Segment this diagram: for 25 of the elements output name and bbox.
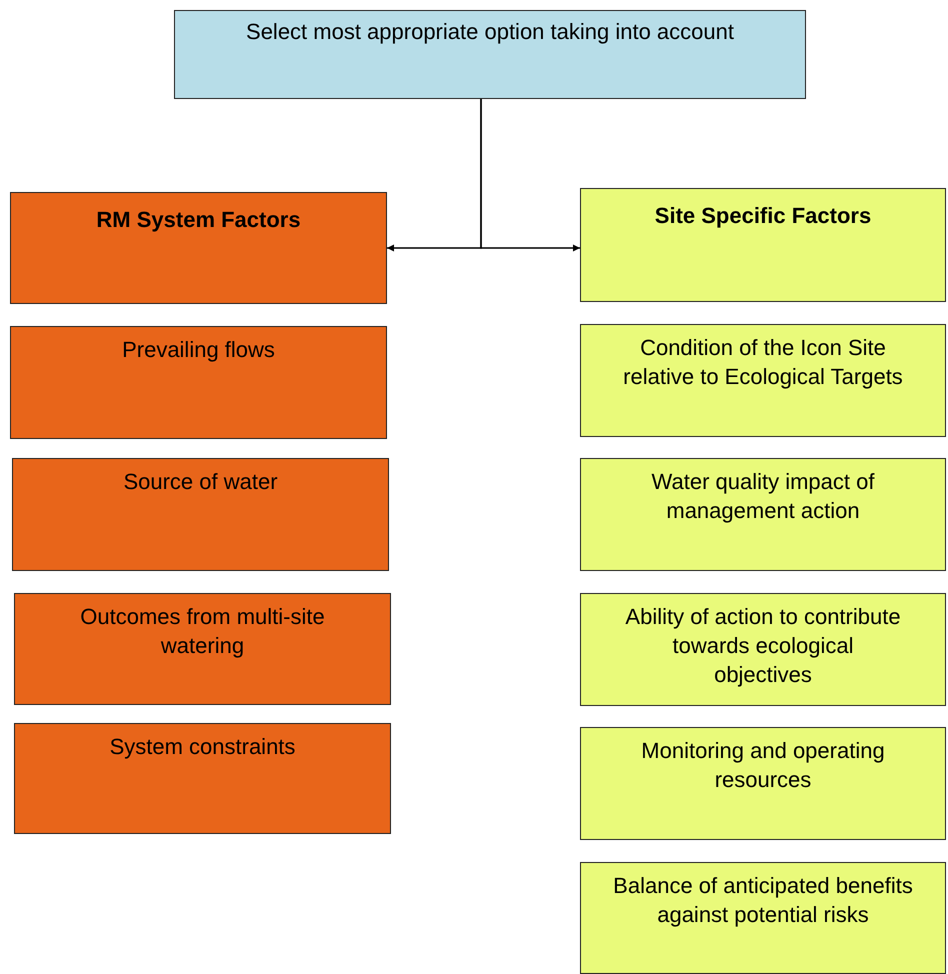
factor-box bbox=[580, 727, 946, 840]
node-text: Monitoring and operating resources bbox=[640, 737, 886, 794]
factor-box bbox=[580, 593, 946, 706]
node-text: Water quality impact of management action bbox=[650, 468, 876, 526]
heading-text: RM System Factors bbox=[95, 206, 302, 234]
heading-text: Site Specific Factors bbox=[654, 202, 872, 230]
node-text: System constraints bbox=[108, 733, 296, 761]
factor-box bbox=[12, 458, 389, 571]
category-box bbox=[580, 188, 946, 302]
factor-box bbox=[14, 723, 391, 834]
decision-box bbox=[174, 10, 806, 99]
node-text: Condition of the Icon Site relative to Ecological Targets bbox=[622, 334, 904, 392]
node-text: Ability of action to contribute towards ecological objectives bbox=[624, 603, 902, 690]
factor-box bbox=[14, 593, 391, 705]
factor-box bbox=[580, 324, 946, 437]
connector-arrow bbox=[480, 99, 580, 252]
node-text: Outcomes from multi-site watering bbox=[79, 603, 326, 660]
node-text: Balance of anticipated benefits against potential risks bbox=[612, 872, 914, 930]
node-text: Select most appropriate option taking into account bbox=[245, 18, 735, 46]
factor-box bbox=[10, 326, 387, 439]
factor-box bbox=[580, 862, 946, 974]
category-box bbox=[10, 192, 387, 304]
node-text: Source of water bbox=[122, 468, 279, 496]
node-text: Prevailing flows bbox=[121, 336, 276, 364]
factor-box bbox=[580, 458, 946, 571]
